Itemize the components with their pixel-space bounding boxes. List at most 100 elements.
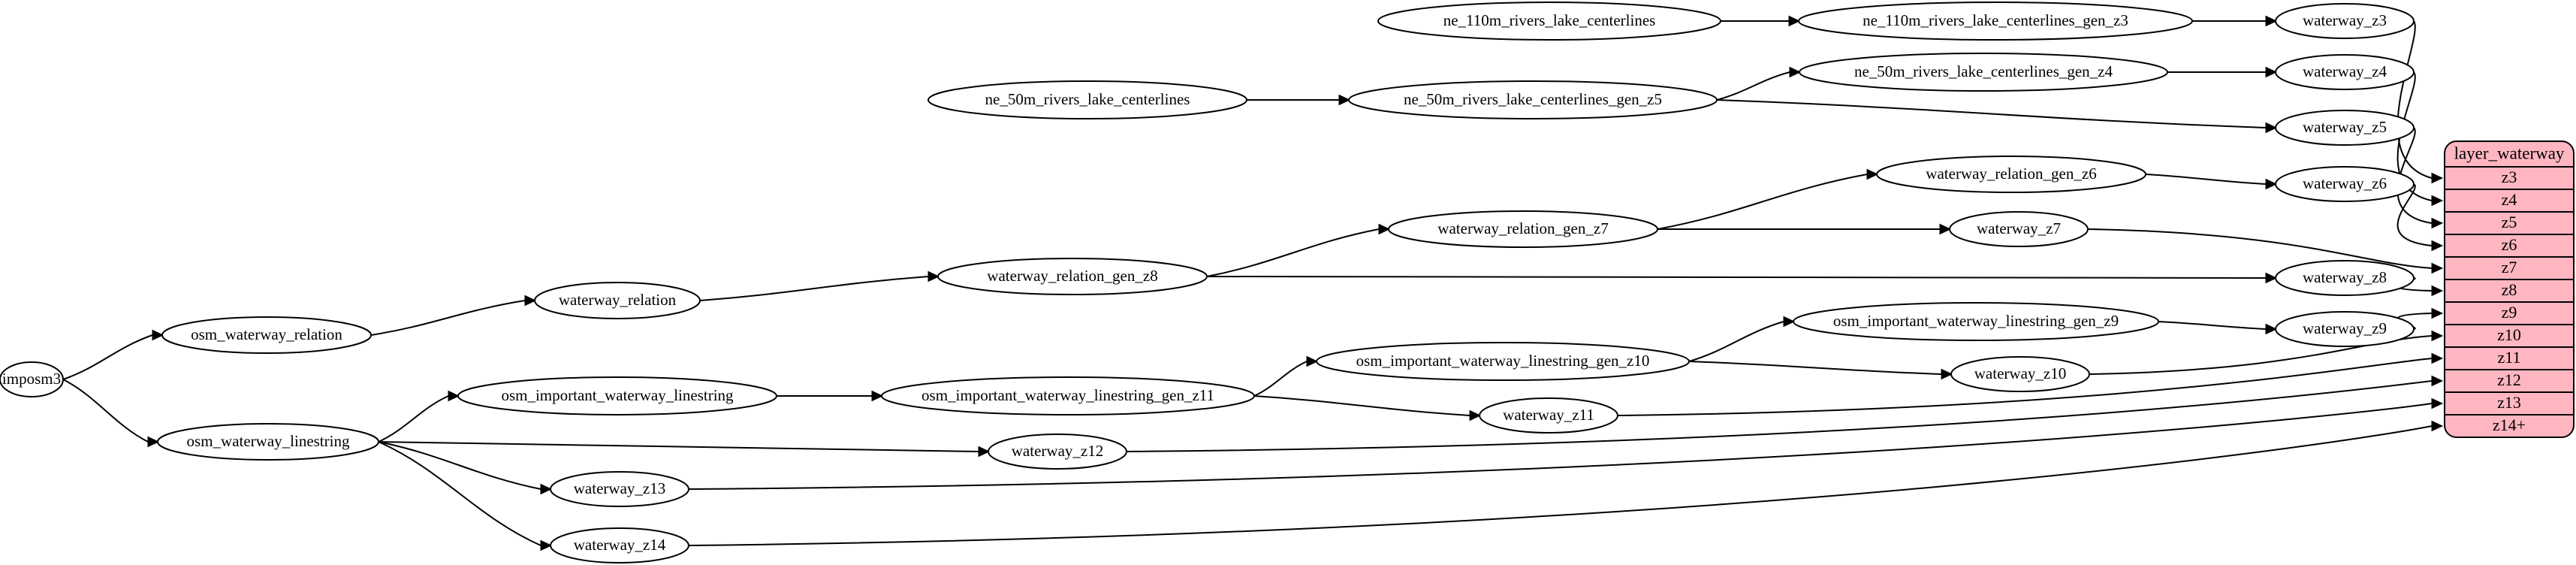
node-label: osm_waterway_linestring (187, 432, 350, 450)
node-ne_50m_rivers_lake_centerlines[interactable]: ne_50m_rivers_lake_centerlines (928, 80, 1247, 119)
layer-table-row-z12[interactable]: z12 (2497, 370, 2521, 389)
layer-table-row-z5[interactable]: z5 (2502, 213, 2517, 231)
edge-waterway_relation_gen_z6-to-waterway_z6 (2145, 174, 2278, 190)
layer-table-row-z3[interactable]: z3 (2502, 168, 2517, 186)
arrowhead-icon (2431, 285, 2444, 297)
edge-osm_important_waterway_linestring_gen_z9-to-waterway_z9 (2158, 321, 2278, 335)
node-waterway_z7[interactable]: waterway_z7 (1949, 211, 2089, 247)
arrowhead-icon (2431, 195, 2444, 207)
layer-table-row-z7[interactable]: z7 (2502, 258, 2517, 276)
layer-waterway-table[interactable]: layer_waterwayz3z4z5z6z7z8z9z10z11z12z13… (2444, 140, 2574, 438)
node-ne_110m_rivers_lake_centerlines[interactable]: ne_110m_rivers_lake_centerlines (1377, 2, 1721, 41)
arrowhead-icon (448, 390, 460, 402)
node-waterway_z6[interactable]: waterway_z6 (2275, 166, 2415, 202)
node-waterway_z14[interactable]: waterway_z14 (550, 527, 689, 563)
node-waterway_z9[interactable]: waterway_z9 (2275, 311, 2415, 347)
arrowhead-icon (871, 390, 884, 402)
edge-waterway_z11-to-layer_waterway-z11 (1617, 352, 2444, 416)
arrowhead-icon (2265, 178, 2278, 190)
edge-imposm3-to-osm_waterway_relation (62, 329, 164, 380)
arrowhead-icon (1783, 316, 1796, 328)
node-osm_waterway_relation[interactable]: osm_waterway_relation (161, 316, 372, 354)
arrowhead-icon (2265, 272, 2278, 284)
node-label: waterway_z9 (2303, 319, 2387, 337)
layer-table-row-z8[interactable]: z8 (2502, 280, 2517, 299)
edge-osm_important_waterway_linestring_gen_z11-to-waterway_z11 (1253, 395, 1482, 421)
node-shape (1949, 211, 2089, 247)
layer-table-row-z13[interactable]: z13 (2497, 393, 2521, 412)
node-shape (2275, 166, 2415, 202)
edge-waterway_relation_gen_z8-to-waterway_z8 (1206, 272, 2278, 284)
edge-osm_important_waterway_linestring_gen_z11-to-osm_important_waterway_linestring_gen_z10 (1253, 355, 1319, 397)
node-shape (1388, 210, 1658, 248)
arrowhead-icon (2431, 262, 2444, 274)
arrowhead-icon (1789, 66, 1802, 78)
arrowhead-icon (1788, 15, 1801, 27)
node-waterway_z4[interactable]: waterway_z4 (2275, 54, 2415, 90)
edge-waterway_z3-to-layer_waterway-z3 (2397, 20, 2444, 184)
edge-waterway_relation-to-waterway_relation_gen_z8 (699, 270, 940, 301)
node-label: waterway_z10 (1974, 364, 2066, 382)
edge-waterway_z12-to-layer_waterway-z12 (1126, 375, 2444, 452)
node-ne_50m_rivers_lake_centerlines_gen_z4[interactable]: ne_50m_rivers_lake_centerlines_gen_z4 (1799, 53, 2168, 92)
node-waterway_z13[interactable]: waterway_z13 (550, 471, 689, 507)
node-label: waterway_relation (559, 291, 677, 309)
edge-ne_50m_rivers_lake_centerlines_gen_z5-to-ne_50m_rivers_lake_centerlines_gen_z4 (1716, 66, 1802, 101)
arrowhead-icon (2431, 172, 2444, 184)
node-waterway_z11[interactable]: waterway_z11 (1479, 397, 1618, 434)
node-label: ne_50m_rivers_lake_centerlines_gen_z4 (1854, 62, 2113, 80)
edge-osm_waterway_linestring-to-osm_important_waterway_linestring (378, 390, 460, 443)
arrowhead-icon (2265, 15, 2278, 27)
node-osm_important_waterway_linestring[interactable]: osm_important_waterway_linestring (457, 376, 777, 415)
node-shape (928, 80, 1247, 119)
node-label: osm_waterway_relation (191, 325, 342, 343)
layer-table-row-z4[interactable]: z4 (2502, 190, 2517, 209)
node-label: waterway_z8 (2303, 268, 2387, 286)
edge-osm_waterway_linestring-to-waterway_z13 (378, 441, 553, 495)
node-osm_important_waterway_linestring_gen_z11[interactable]: osm_important_waterway_linestring_gen_z1… (881, 376, 1255, 415)
node-waterway_z12[interactable]: waterway_z12 (988, 434, 1127, 470)
node-osm_important_waterway_linestring_gen_z9[interactable]: osm_important_waterway_linestring_gen_z9 (1793, 302, 2159, 341)
arrowhead-icon (2431, 420, 2444, 432)
arrowhead-icon (147, 436, 160, 448)
node-label: ne_110m_rivers_lake_centerlines_gen_z3 (1863, 11, 2128, 29)
node-label: waterway_z12 (1012, 442, 1103, 460)
node-waterway_relation[interactable]: waterway_relation (534, 282, 701, 319)
arrowhead-icon (2431, 217, 2444, 229)
layer-table-row-z10[interactable]: z10 (2497, 325, 2521, 344)
node-ne_50m_rivers_lake_centerlines_gen_z5[interactable]: ne_50m_rivers_lake_centerlines_gen_z5 (1348, 80, 1718, 119)
node-shape (1793, 302, 2159, 341)
edge-waterway_z6-to-layer_waterway-z6 (2397, 183, 2444, 252)
node-shape (1876, 156, 2146, 193)
node-imposm3[interactable]: imposm3 (0, 361, 64, 397)
edge-waterway_relation_gen_z7-to-waterway_relation_gen_z6 (1657, 168, 1879, 230)
node-osm_waterway_linestring[interactable]: osm_waterway_linestring (157, 423, 379, 461)
node-waterway_z5[interactable]: waterway_z5 (2275, 110, 2415, 146)
node-waterway_relation_gen_z6[interactable]: waterway_relation_gen_z6 (1876, 156, 2146, 193)
node-shape (550, 471, 689, 507)
node-waterway_z10[interactable]: waterway_z10 (1950, 356, 2090, 392)
arrowhead-icon (1939, 223, 1952, 235)
node-shape (534, 282, 701, 319)
node-shape (457, 376, 777, 415)
node-shape (157, 423, 379, 461)
layer-table-row-z14plus[interactable]: z14+ (2493, 415, 2526, 434)
edge-osm_waterway_linestring-to-waterway_z12 (378, 441, 991, 458)
arrowhead-icon (2431, 330, 2444, 342)
arrowhead-icon (1941, 368, 1953, 380)
node-label: imposm3 (2, 370, 61, 388)
layer-table-row-z11[interactable]: z11 (2498, 348, 2521, 367)
layer-table-row-z6[interactable]: z6 (2502, 235, 2517, 254)
node-osm_important_waterway_linestring_gen_z10[interactable]: osm_important_waterway_linestring_gen_z1… (1316, 342, 1690, 381)
layer-table-row-z9[interactable]: z9 (2502, 303, 2517, 322)
arrowhead-icon (2265, 323, 2278, 335)
node-waterway_z3[interactable]: waterway_z3 (2275, 3, 2415, 39)
node-waterway_z8[interactable]: waterway_z8 (2275, 260, 2415, 296)
node-shape (2275, 3, 2415, 39)
arrowhead-icon (2431, 352, 2444, 364)
node-waterway_relation_gen_z7[interactable]: waterway_relation_gen_z7 (1388, 210, 1658, 248)
node-ne_110m_rivers_lake_centerlines_gen_z3[interactable]: ne_110m_rivers_lake_centerlines_gen_z3 (1798, 2, 2193, 41)
node-waterway_relation_gen_z8[interactable]: waterway_relation_gen_z8 (937, 258, 1208, 295)
